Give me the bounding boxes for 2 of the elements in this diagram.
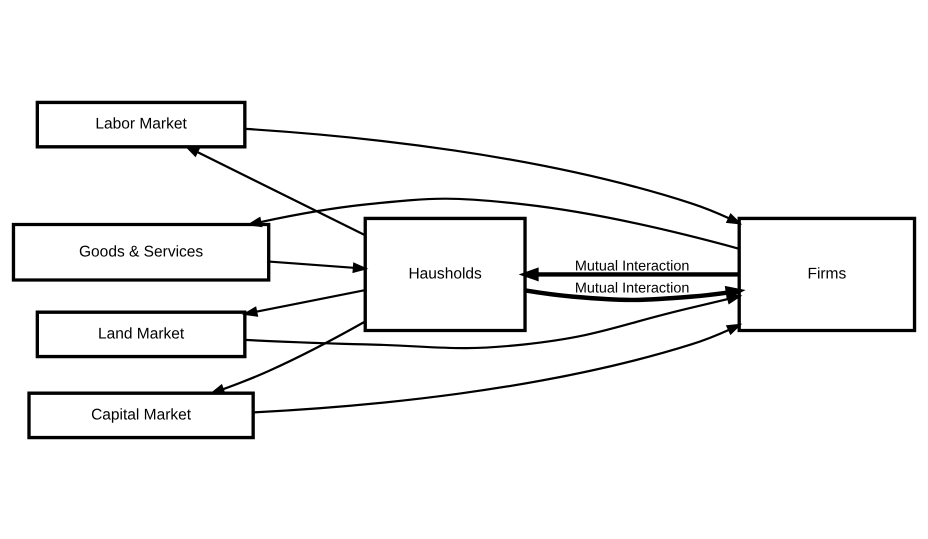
edge-label: Mutual Interaction bbox=[574, 280, 690, 296]
edge-label: Mutual Interaction bbox=[574, 258, 690, 274]
